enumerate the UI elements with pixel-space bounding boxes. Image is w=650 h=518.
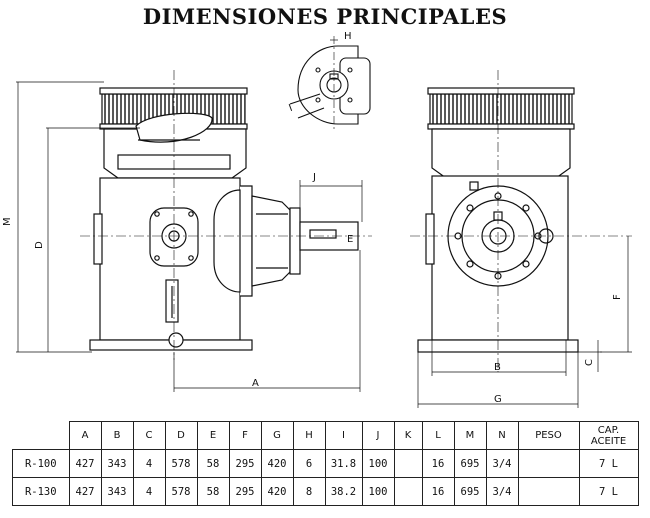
table-cell: 295	[228, 477, 262, 506]
table-cell: 58	[196, 449, 230, 478]
header-cell: J	[361, 421, 395, 450]
label-h: H	[344, 31, 352, 42]
header-cell: C	[132, 421, 166, 450]
dimensions-table: A B C D E F G H I J K L M N PESO CAP.ACE…	[12, 421, 639, 506]
header-cell: PESO	[517, 421, 580, 450]
table-cell: 16	[421, 449, 455, 478]
header-cell: E	[196, 421, 230, 450]
header-cell: F	[228, 421, 262, 450]
table-cell: 695	[453, 477, 487, 506]
cap-line1: CAP.	[597, 424, 620, 436]
label-m: M	[2, 217, 13, 226]
table-cell	[393, 477, 423, 506]
table-cell: 578	[164, 477, 198, 506]
table-cell: 295	[228, 449, 262, 478]
table-cell: 58	[196, 477, 230, 506]
table-cell: 100	[361, 477, 395, 506]
table-cell: 427	[68, 449, 102, 478]
label-b: B	[494, 362, 501, 373]
table-header-row: A B C D E F G H I J K L M N PESO CAP.ACE…	[12, 421, 639, 450]
table-cell: 343	[100, 477, 134, 506]
page-title: DIMENSIONES PRINCIPALES	[142, 4, 508, 29]
table-cell	[393, 449, 423, 478]
table-cell: 100	[361, 449, 395, 478]
header-cell: K	[393, 421, 423, 450]
table-cell: 578	[164, 449, 198, 478]
table-row: R-130 427 343 4 578 58 295 420 8 38.2 10…	[12, 477, 639, 506]
table-cell: 420	[260, 449, 294, 478]
row-label: R-100	[12, 449, 70, 478]
label-a: A	[252, 378, 259, 389]
table-cell: 695	[453, 449, 487, 478]
table-row: R-100 427 343 4 578 58 295 420 6 31.8 10…	[12, 449, 639, 478]
label-e: E	[347, 234, 353, 245]
front-view	[80, 70, 372, 360]
table-cell: 6	[292, 449, 326, 478]
technical-drawing: M D A J E H I	[2, 31, 632, 408]
header-cell: G	[260, 421, 294, 450]
header-cell-cap-aceite: CAP.ACEITE	[578, 421, 639, 450]
table-cell: 4	[132, 477, 166, 506]
header-cell: H	[292, 421, 326, 450]
side-view	[410, 70, 632, 372]
label-j: J	[312, 172, 316, 183]
table-cell: 38.2	[324, 477, 363, 506]
table-cell: 3/4	[485, 477, 519, 506]
header-cell: A	[68, 421, 102, 450]
label-g: G	[494, 394, 502, 405]
table-cell: 4	[132, 449, 166, 478]
top-view	[289, 36, 371, 130]
label-f: F	[612, 294, 623, 300]
header-cell: M	[453, 421, 487, 450]
header-cell: D	[164, 421, 198, 450]
header-cell: N	[485, 421, 519, 450]
table-cell: 8	[292, 477, 326, 506]
table-cell: 427	[68, 477, 102, 506]
label-i: I	[288, 103, 295, 114]
header-cell: B	[100, 421, 134, 450]
table-cell: 7 L	[578, 477, 639, 506]
header-cell: I	[324, 421, 363, 450]
dimension-lines-front	[16, 81, 363, 392]
table-cell: 3/4	[485, 449, 519, 478]
table-cell: 7 L	[578, 449, 639, 478]
header-cell: L	[421, 421, 455, 450]
label-d: D	[34, 241, 45, 249]
dimension-lines-side	[417, 236, 632, 408]
label-c: C	[584, 359, 595, 366]
row-label: R-130	[12, 477, 70, 506]
table-cell	[517, 477, 580, 506]
table-cell: 16	[421, 477, 455, 506]
table-cell: 343	[100, 449, 134, 478]
table-cell: 31.8	[324, 449, 363, 478]
table-corner	[12, 421, 70, 450]
table-cell: 420	[260, 477, 294, 506]
fan-cooler-side	[429, 93, 573, 125]
cap-line2: ACEITE	[590, 435, 627, 447]
table-cell	[517, 449, 580, 478]
